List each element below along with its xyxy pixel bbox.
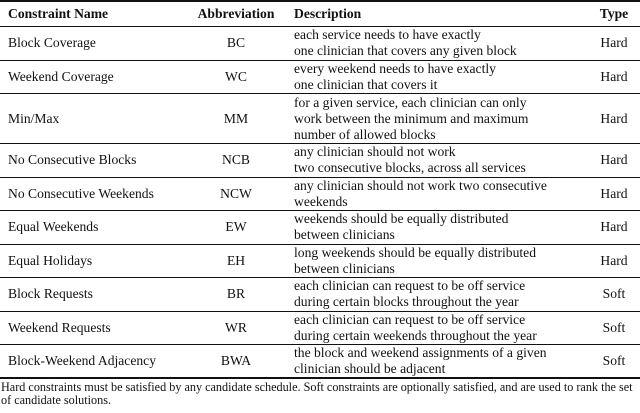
description-line: each clinician can request to be off ser… (294, 278, 526, 294)
description-line: between clinicians (294, 227, 395, 243)
constraint-type: Soft (602, 353, 626, 368)
header-row: Constraint Name Abbreviation Description… (0, 1, 640, 27)
constraint-name: Weekend Coverage (8, 68, 114, 84)
description: the block and weekend assignments of a g… (288, 345, 588, 379)
table-row: Block-Weekend Adjacency BWA the block and … (0, 345, 640, 379)
table-row: Weekend Requests WR each clinician can req… (0, 311, 640, 345)
description: each clinician can request to be off ser… (288, 311, 588, 345)
abbreviation: WR (225, 319, 247, 335)
constraint-name: Block Requests (8, 286, 93, 302)
table-row: Min/Max MM for a given service, each clini… (0, 94, 640, 144)
description-line: weekends (294, 193, 348, 209)
abbreviation: WC (225, 68, 247, 84)
abbreviation: EH (226, 252, 246, 268)
constraint-type: Hard (600, 152, 628, 168)
constraint-type: Hard (600, 68, 628, 84)
constraint-name: Min/Max (8, 110, 60, 126)
table-row: Block Coverage BC each service needs to ha… (0, 27, 640, 61)
description-line: any clinician should not work (294, 144, 456, 160)
constraint-name: No Consecutive Blocks (8, 152, 137, 168)
table-footnote: Hard constraints must be satisfied by an… (1, 380, 633, 407)
constraint-name: Weekend Requests (8, 319, 111, 335)
description: long weekends should be equally distribu… (288, 244, 588, 278)
constraint-name: Equal Holidays (8, 252, 93, 268)
description-line: every weekend needs to have exactly (294, 60, 496, 76)
description-line: clinician should be adjacent (294, 361, 446, 376)
description-line: between clinicians (294, 260, 395, 276)
description-line: for a given service, each clinician can … (294, 94, 527, 110)
description-line: work between the minimum and maximum (294, 110, 529, 126)
table-row: Weekend Coverage WC every weekend needs to… (0, 60, 640, 94)
constraint-type: Hard (600, 185, 628, 201)
abbreviation: MM (223, 110, 249, 126)
constraint-type: Hard (600, 35, 628, 51)
constraint-name: Equal Weekends (8, 219, 99, 235)
header-constraint-name: Constraint Name (8, 6, 109, 21)
constraint-name: Block Coverage (8, 35, 96, 51)
abbreviation: NCW (220, 185, 252, 201)
description: for a given service, each clinician can … (288, 94, 588, 144)
constraint-type: Soft (602, 286, 626, 302)
header-abbreviation: Abbreviation (197, 6, 275, 21)
table-row: Equal Holidays EH long weekends should be … (0, 244, 640, 278)
description-line: weekends should be equally distributed (294, 211, 509, 227)
constraint-name: Block-Weekend Adjacency (8, 353, 156, 368)
abbreviation: BC (226, 35, 246, 51)
abbreviation: BWA (220, 353, 252, 368)
abbreviation: NCB (222, 152, 250, 168)
description-line: the block and weekend assignments of a g… (294, 345, 547, 360)
description-line: each clinician can request to be off ser… (294, 311, 526, 327)
header-description: Description (294, 6, 362, 21)
table-row: No Consecutive Weekends NCW any clinician … (0, 177, 640, 211)
constraints-table: Constraint Name Abbreviation Description… (0, 1, 640, 379)
description-line: one clinician that covers it (294, 76, 438, 92)
table-row: Equal Weekends EW weekends should be equal… (0, 211, 640, 245)
description-line: one clinician that covers any given bloc… (294, 43, 517, 59)
constraint-type: Hard (600, 252, 628, 268)
abbreviation: BR (226, 286, 246, 302)
description-line: number of allowed blocks (294, 126, 436, 142)
table-row: No Consecutive Blocks NCB any clinician sh… (0, 144, 640, 178)
header-type: Type (599, 6, 629, 21)
description: any clinician should not work two consec… (288, 177, 588, 211)
description-line: long weekends should be equally distribu… (294, 244, 536, 260)
description-line: during certain blocks throughout the yea… (294, 294, 519, 310)
description-line: two consecutive blocks, across all servi… (294, 160, 526, 176)
table-row: Block Requests BR each clinician can reque… (0, 278, 640, 312)
constraint-type: Hard (600, 110, 628, 126)
abbreviation: EW (225, 219, 247, 235)
constraint-name: No Consecutive Weekends (8, 185, 154, 201)
description-line: each service needs to have exactly (294, 27, 481, 43)
constraint-type: Soft (602, 319, 626, 335)
description-line: during certain weekends throughout the y… (294, 327, 537, 343)
description-line: any clinician should not work two consec… (294, 177, 547, 193)
description: each clinician can request to be off ser… (288, 278, 588, 312)
constraint-type: Hard (600, 219, 628, 235)
